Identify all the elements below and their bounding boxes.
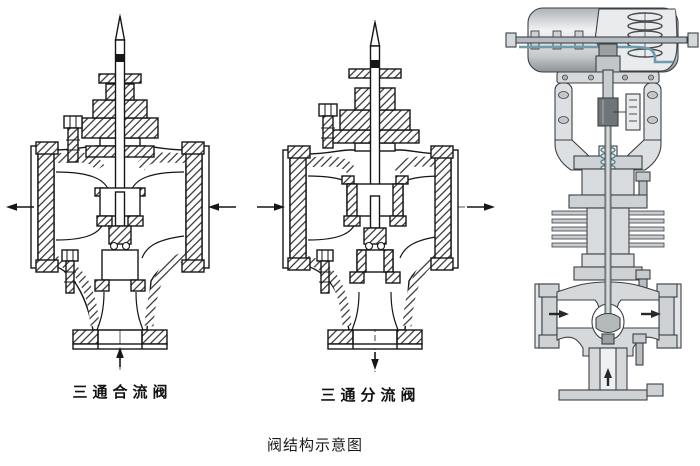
bottom-flange [72, 329, 168, 350]
flow-arrows [6, 203, 236, 367]
figure-actuated-valve [495, 0, 700, 410]
right-flange [430, 145, 459, 271]
body-bolt [316, 249, 334, 294]
label-three-way-diverting-valve: 三通分流阀 [320, 386, 421, 404]
bottom-flange [327, 329, 423, 350]
left-flange [282, 145, 311, 271]
figure-three-way-converging-valve [0, 0, 245, 410]
flow-arrows [549, 310, 661, 386]
cage-and-seats [341, 175, 409, 284]
figure-caption: 阀结构示意图 [266, 436, 363, 454]
figure-three-way-diverting-valve [243, 0, 498, 410]
travel-indicator-scale [613, 93, 641, 131]
plug-stem [604, 125, 612, 327]
bonnet-bolt [318, 103, 338, 149]
right-flange [181, 141, 210, 273]
bonnet-bolt [63, 115, 83, 163]
valve-stem [369, 21, 381, 197]
valve-body [534, 281, 682, 401]
left-flange [30, 141, 59, 273]
diaphragm-actuator [505, 7, 699, 73]
valve-stem [114, 15, 126, 193]
actuated-valve-drawing [505, 7, 699, 401]
body-bolt [61, 249, 79, 294]
air-signal-line [519, 45, 673, 64]
converging-valve-drawing [6, 14, 236, 370]
flow-arrows [257, 203, 495, 370]
stem-cap-nut [598, 43, 618, 57]
valve-plug [595, 312, 621, 334]
label-three-way-converging-valve: 三通合流阀 [72, 383, 173, 401]
bottom-flange [558, 389, 648, 401]
actuator-stem [602, 69, 614, 101]
plug-and-seats [94, 187, 146, 292]
flange-rod [514, 36, 688, 44]
diverting-valve-drawing [257, 20, 495, 372]
